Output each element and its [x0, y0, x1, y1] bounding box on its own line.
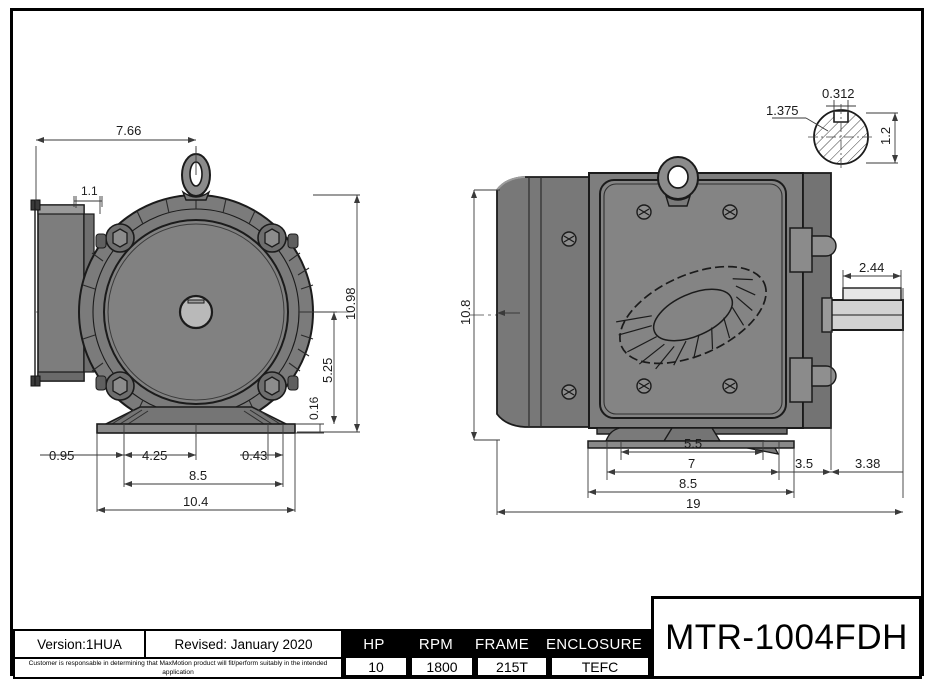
side-view-dimension-labels: 10.8 5.5 7 3.5 3.38 8.5 19 2.44 — [458, 260, 884, 511]
revised-cell: Revised: January 2020 — [174, 636, 313, 652]
dim-7-66: 7.66 — [116, 123, 141, 138]
shaft-detail-labels: 0.312 1.375 1.2 — [766, 86, 893, 145]
spec-table: HP RPM FRAME ENCLOSURE 10 1800 215T TEFC — [341, 629, 653, 679]
dim-7: 7 — [688, 456, 695, 471]
motor-frame-body — [588, 172, 804, 429]
spec-value-hp: 10 — [345, 657, 407, 676]
end-view-dimensions — [35, 137, 360, 513]
part-number-box: MTR-1004FDH — [651, 596, 922, 679]
cowl-screw-top — [561, 231, 577, 247]
dim-3-5: 3.5 — [795, 456, 813, 471]
spec-header-rpm: RPM — [418, 635, 454, 653]
dim-10-98: 10.98 — [343, 287, 358, 320]
side-view-dimensions — [471, 189, 904, 515]
fan-cowl — [496, 176, 590, 428]
title-block-meta-row: Version:1HUA Revised: January 2020 — [15, 631, 341, 659]
spec-value-row: 10 1800 215T TEFC — [343, 657, 651, 677]
spec-header-enclosure: ENCLOSURE — [545, 635, 643, 653]
side-view-graphic — [470, 156, 904, 455]
dim-0-16: 0.16 — [307, 396, 321, 420]
spec-value-frame: 215T — [477, 657, 547, 676]
dim-19: 19 — [686, 496, 700, 511]
spec-value-enclosure: TEFC — [551, 657, 649, 676]
version-cell: Version:1HUA — [15, 631, 146, 657]
disclaimer-text: Customer is responsable in determining t… — [28, 660, 328, 676]
side-motor-base — [587, 427, 795, 455]
dim-8-5-side: 8.5 — [679, 476, 697, 491]
disclaimer-row: Customer is responsable in determining t… — [15, 659, 341, 679]
dim-1-1: 1.1 — [81, 184, 98, 198]
dim-1-2: 1.2 — [878, 127, 893, 145]
shaft-section-detail-graphic — [772, 100, 898, 170]
cowl-screw-bottom — [561, 384, 577, 400]
output-shaft — [821, 287, 904, 333]
dim-5-5: 5.5 — [684, 436, 702, 451]
end-view-graphic — [30, 148, 350, 440]
bolt-boss-group — [95, 223, 299, 401]
dim-4-25: 4.25 — [142, 448, 167, 463]
fan-ellipse — [616, 265, 767, 370]
dim-5-25: 5.25 — [320, 358, 335, 383]
shaft-bore — [178, 294, 214, 330]
dim-0-95: 0.95 — [49, 448, 74, 463]
end-view-dimension-labels: 7.66 1.1 10.98 5.25 0.16 0.95 4.25 0.43 … — [49, 123, 358, 509]
spec-header-hp: HP — [363, 635, 385, 653]
dim-1-375: 1.375 — [766, 103, 799, 118]
plate-screw-group — [636, 204, 738, 394]
dim-10-8: 10.8 — [458, 300, 473, 325]
side-lifting-eye — [657, 156, 699, 207]
dim-2-44: 2.44 — [859, 260, 884, 275]
spec-header-frame: FRAME — [475, 635, 529, 653]
spec-header-row: HP RPM FRAME ENCLOSURE — [343, 631, 651, 657]
dim-8-5-end: 8.5 — [189, 468, 207, 483]
dim-0-43: 0.43 — [242, 448, 267, 463]
title-block-left: Version:1HUA Revised: January 2020 Custo… — [13, 629, 343, 679]
spec-value-rpm: 1800 — [411, 657, 473, 676]
dim-3-38: 3.38 — [855, 456, 880, 471]
dim-10-4: 10.4 — [183, 494, 208, 509]
dim-0-312: 0.312 — [822, 86, 855, 101]
part-number-text: MTR-1004FDH — [665, 617, 908, 657]
